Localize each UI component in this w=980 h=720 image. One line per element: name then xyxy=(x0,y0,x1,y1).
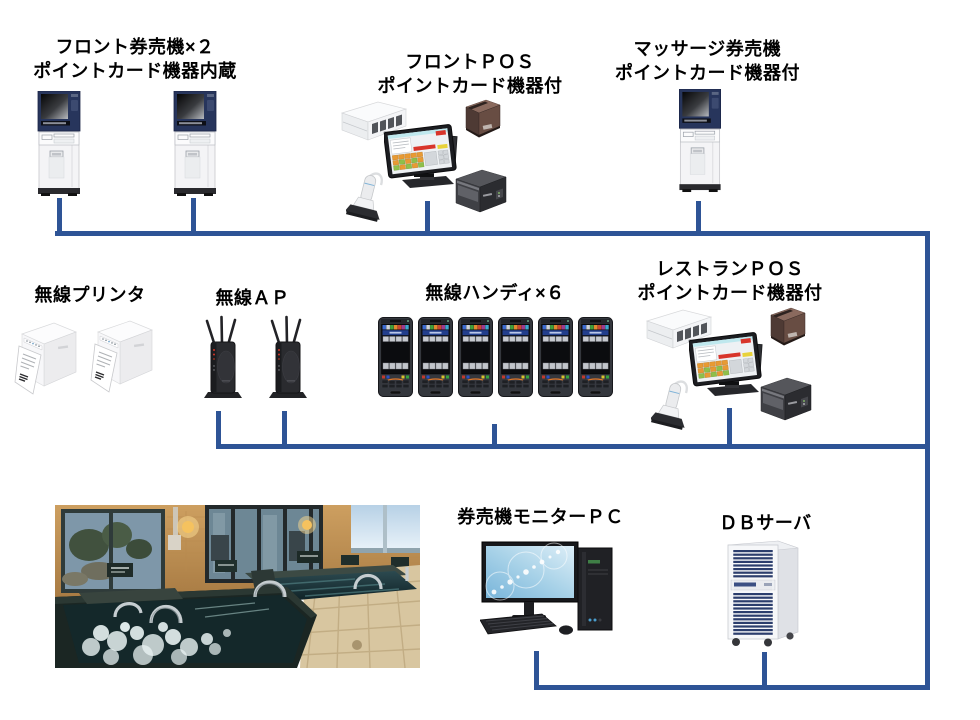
connector-right-trunk xyxy=(925,231,930,690)
receipt-printer-icon xyxy=(757,374,815,422)
connector-restpos-drop xyxy=(727,408,732,444)
label-massage-kiosk: マッサージ券売機 ポイントカード機器付 xyxy=(595,37,820,85)
handy-terminal-5 handy-terminal-icon xyxy=(538,317,573,397)
wireless-printer-2 wireless-printer-icon xyxy=(90,316,156,406)
receipt-printer-icon xyxy=(452,166,510,214)
label-db-server: ＤＢサーバ xyxy=(719,513,812,533)
bath-photo xyxy=(55,505,420,668)
label-restaurant-pos-line2: ポイントカード機器付 xyxy=(637,283,823,303)
label-monitor-pc: 券売機モニターＰＣ xyxy=(457,507,624,527)
label-front-kiosk-line1: フロント券売機×２ xyxy=(55,37,215,57)
connector-kiosk1-drop xyxy=(57,198,62,234)
label-front-kiosk-line2: ポイントカード機器内蔵 xyxy=(33,61,237,81)
label-massage-kiosk-line1: マッサージ券売機 xyxy=(633,39,782,59)
connector-kiosk2-drop xyxy=(191,198,196,234)
card-reader-icon xyxy=(462,98,504,138)
connector-db-drop xyxy=(762,652,767,685)
label-massage-kiosk-line2: ポイントカード機器付 xyxy=(615,63,800,83)
wireless-printer-1 wireless-printer-icon xyxy=(14,318,80,408)
barcode-scanner-icon xyxy=(346,170,386,222)
connector-top-bus xyxy=(55,231,930,236)
label-wireless-handy: 無線ハンディ×６ xyxy=(425,283,565,303)
card-reader-icon xyxy=(767,306,809,346)
label-restaurant-pos-line1: レストランＰＯＳ xyxy=(656,259,804,279)
monitor-pc desktop-pc-icon xyxy=(480,540,614,642)
db-server server-tower-icon xyxy=(720,535,804,647)
handy-terminal-6 handy-terminal-icon xyxy=(578,317,613,397)
connector-mid-bus xyxy=(216,444,930,449)
label-front-pos-line2: ポイントカード機器付 xyxy=(377,76,563,96)
label-wireless-printer: 無線プリンタ xyxy=(34,285,146,305)
label-front-kiosk: フロント券売機×２ ポイントカード機器内蔵 xyxy=(15,35,255,83)
restaurant-pos-cluster xyxy=(643,306,823,430)
connector-ap2-drop xyxy=(282,411,287,444)
wireless-ap-2 wireless-ap-icon xyxy=(267,314,309,400)
connector-frontpos-drop xyxy=(425,201,430,234)
handy-terminal-2 handy-terminal-icon xyxy=(418,317,453,397)
handy-terminal-1 handy-terminal-icon xyxy=(378,317,413,397)
connector-pc-drop xyxy=(534,651,539,687)
connector-massage-drop xyxy=(696,201,701,234)
front-ticket-kiosk-1 ticket-kiosk-icon xyxy=(34,91,84,197)
barcode-scanner-icon xyxy=(651,378,691,430)
front-pos-cluster xyxy=(338,98,518,222)
front-ticket-kiosk-2 ticket-kiosk-icon xyxy=(170,91,220,197)
connector-bottom-bus xyxy=(534,685,930,690)
label-front-pos-line1: フロントＰＯＳ xyxy=(405,52,535,72)
handy-terminal-3 handy-terminal-icon xyxy=(458,317,493,397)
label-restaurant-pos: レストランＰＯＳ ポイントカード機器付 xyxy=(620,257,840,305)
connector-handy-drop xyxy=(492,424,497,444)
massage-ticket-kiosk ticket-kiosk-icon xyxy=(675,89,725,193)
wireless-ap-1 wireless-ap-icon xyxy=(202,314,244,400)
label-wireless-ap: 無線ＡＰ xyxy=(215,288,290,308)
label-front-pos: フロントＰＯＳ ポイントカード機器付 xyxy=(355,50,585,98)
handy-terminal-4 handy-terminal-icon xyxy=(498,317,533,397)
connector-ap1-drop xyxy=(216,411,221,444)
